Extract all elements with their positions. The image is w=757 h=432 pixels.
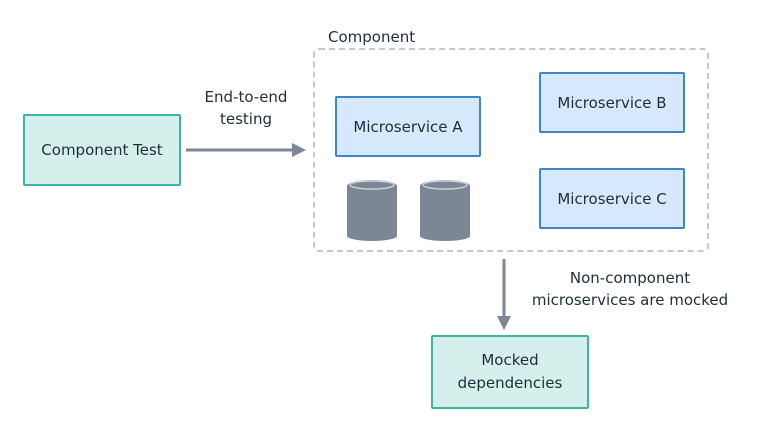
end-to-end-label-line-1: End-to-end bbox=[204, 88, 288, 106]
microservice-c-node[interactable]: Microservice C bbox=[539, 168, 685, 229]
mocked-dependencies-label-line-1: Mocked bbox=[481, 351, 539, 369]
component-test-label: Component Test bbox=[41, 140, 163, 159]
mocked-dependencies-node[interactable]: Mocked dependencies bbox=[431, 335, 589, 409]
arrow-to-mocked-dependencies bbox=[497, 259, 511, 330]
microservice-a-node[interactable]: Microservice A bbox=[335, 96, 481, 157]
component-label: Component bbox=[328, 28, 416, 46]
component-test-node[interactable]: Component Test bbox=[23, 114, 181, 186]
microservice-c-label: Microservice C bbox=[557, 189, 667, 208]
component-frame bbox=[313, 48, 709, 252]
non-component-label-line-2: microservices are mocked bbox=[531, 291, 729, 309]
end-to-end-label: End-to-end testing bbox=[188, 86, 304, 130]
non-component-label: Non-component microservices are mocked bbox=[520, 267, 740, 311]
arrow-end-to-end bbox=[186, 143, 306, 157]
microservice-b-node[interactable]: Microservice B bbox=[539, 72, 685, 133]
microservice-a-label: Microservice A bbox=[353, 117, 463, 136]
database-icon bbox=[347, 180, 397, 241]
microservice-b-label: Microservice B bbox=[557, 93, 667, 112]
end-to-end-label-line-2: testing bbox=[219, 110, 272, 128]
database-icon bbox=[420, 180, 470, 241]
mocked-dependencies-label-line-2: dependencies bbox=[457, 374, 563, 392]
non-component-label-line-1: Non-component bbox=[569, 269, 691, 287]
